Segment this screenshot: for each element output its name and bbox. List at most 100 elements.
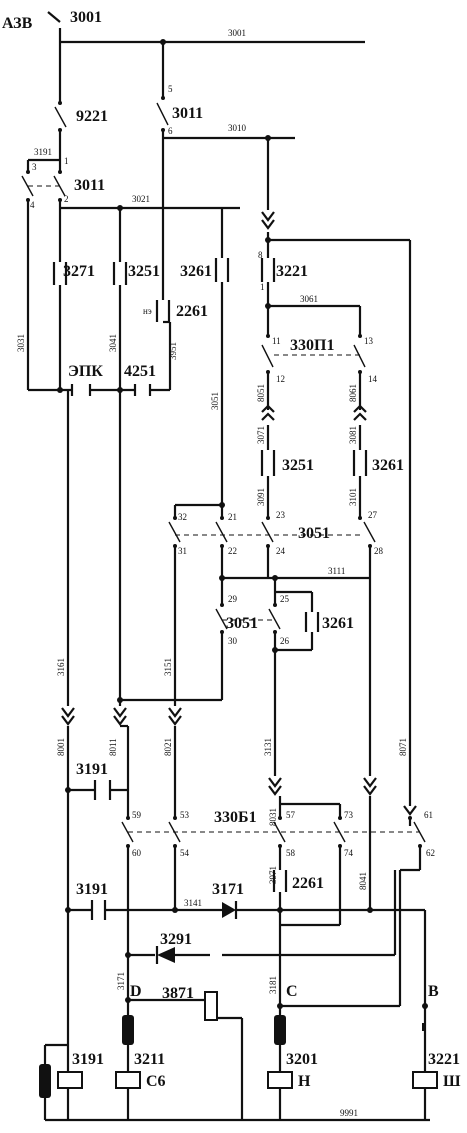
label-3271: 3271 [63,263,95,280]
junctions [57,39,428,1009]
wire-3031: 3031 [16,334,26,352]
terminal-25: 25 [280,594,290,604]
normally-open-contacts [52,258,368,920]
label-azv: АЗВ [2,15,33,32]
label-3251-a: 3251 [128,263,160,280]
terminal-28: 28 [374,546,384,556]
wire-9991: 9991 [340,1108,358,1118]
label-3221-b: 3221 [428,1051,460,1068]
terminal-12: 12 [276,374,285,384]
wire-3111: 3111 [328,566,345,576]
wire-3091: 3091 [256,488,266,506]
wire-3001: 3001 [228,28,246,38]
label-node-b: B [428,983,439,1000]
label-9221: 9221 [76,108,108,125]
wire-8041: 8041 [358,872,368,890]
label-3171: 3171 [212,881,244,898]
label-3221-a: 3221 [276,263,308,280]
terminal-59: 59 [132,810,142,820]
label-h: Н [298,1073,311,1090]
wire-3061: 3061 [300,294,318,304]
label-sh: Ш [443,1073,461,1090]
label-3261-a: 3261 [180,263,212,280]
wiring [26,11,430,1122]
label-330b1: 330Б1 [214,809,257,826]
wire-3971: 3971 [268,866,278,884]
terminal-60: 60 [132,848,142,858]
terminal-32: 32 [178,512,187,522]
diodes [155,901,238,964]
wire-8061: 8061 [348,384,358,402]
wire-8021: 8021 [163,738,173,756]
terminal-numbers: 5 6 3 1 4 2 8 1 11 13 12 14 23 27 32 21 … [30,84,435,858]
label-2261-b: 2261 [292,875,324,892]
terminal-1b: 1 [260,282,265,292]
terminal-8: 8 [258,250,263,260]
wire-3161: 3161 [56,658,66,676]
wire-3171: 3171 [116,972,126,990]
wire-8011: 8011 [108,738,118,756]
wire-3021: 3021 [132,194,150,204]
label-3051-b: 3051 [226,615,258,632]
wire-3191: 3191 [34,147,52,157]
label-3191-b: 3191 [76,881,108,898]
terminal-61: 61 [424,810,433,820]
wire-3010: 3010 [228,123,247,133]
wire-3151: 3151 [163,658,173,676]
terminal-53: 53 [180,810,190,820]
terminal-11: 11 [272,336,281,346]
label-3201: 3201 [286,1051,318,1068]
label-4251: 4251 [124,363,156,380]
label-3191-a: 3191 [76,761,108,778]
wire-8031: 8031 [268,808,278,826]
terminal-54: 54 [180,848,190,858]
terminal-31: 31 [178,546,187,556]
terminal-74: 74 [344,848,354,858]
wire-3081: 3081 [348,426,358,444]
label-ne: нэ [143,306,152,316]
wire-3131: 3131 [263,738,273,756]
terminal-23: 23 [276,510,286,520]
label-node-d: D [130,983,142,1000]
terminal-14: 14 [368,374,378,384]
label-3291: 3291 [160,931,192,948]
terminal-57: 57 [286,810,296,820]
label-3011-a: 3011 [172,105,203,122]
wire-8071: 8071 [398,738,408,756]
label-3871: 3871 [162,985,194,1002]
label-3261-b: 3261 [372,457,404,474]
terminal-30: 30 [228,636,238,646]
terminal-62: 62 [426,848,435,858]
wire-3181: 3181 [268,976,278,994]
label-c6: С6 [146,1073,166,1090]
label-3051-a: 3051 [298,525,330,542]
terminal-6: 6 [168,126,173,136]
label-node-c: C [286,983,298,1000]
label-3261-c: 3261 [322,615,354,632]
terminal-3: 3 [32,162,37,172]
coils [39,991,438,1098]
wire-3071: 3071 [256,426,266,444]
wire-3051: 3051 [210,392,220,410]
mechanical-linkages [28,185,420,833]
terminal-29: 29 [228,594,238,604]
label-3011-b: 3011 [74,177,105,194]
switch-contacts [21,96,426,848]
wire-3951: 3951 [168,342,178,360]
wire-3141: 3141 [184,898,202,908]
label-3001: 3001 [70,9,102,26]
terminal-2: 2 [64,194,69,204]
wire-3101: 3101 [348,488,358,506]
wire-8001: 8001 [56,738,66,756]
terminal-24: 24 [276,546,286,556]
terminal-58: 58 [286,848,296,858]
terminal-13: 13 [364,336,374,346]
terminal-22: 22 [228,546,237,556]
terminal-1: 1 [64,156,69,166]
label-3191-c: 3191 [72,1051,104,1068]
terminal-4: 4 [30,200,35,210]
label-epk: ЭПК [68,363,103,380]
label-3251-b: 3251 [282,457,314,474]
label-3211: 3211 [134,1051,165,1068]
